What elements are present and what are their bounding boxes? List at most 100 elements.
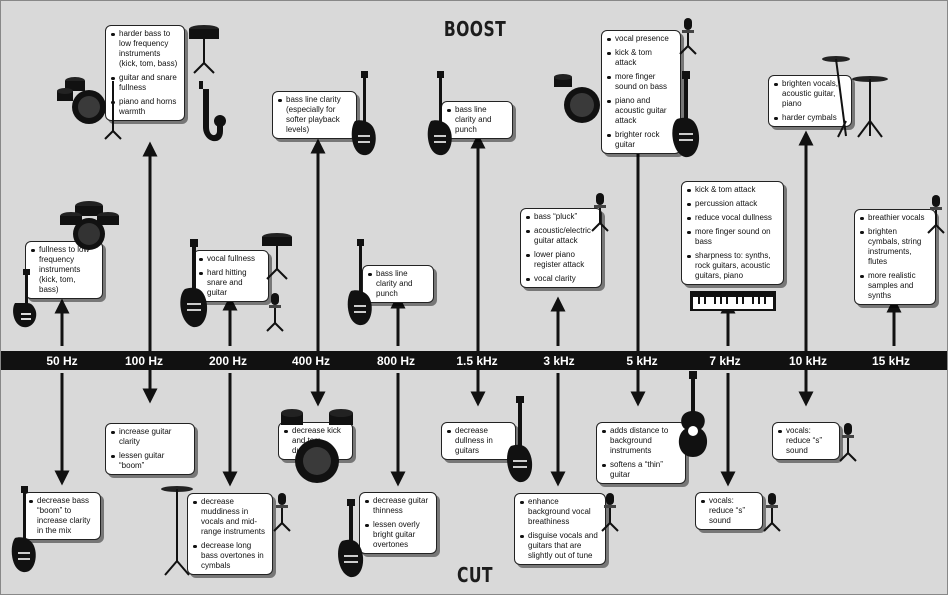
note-item: more finger sound on bass: [686, 227, 777, 247]
note-item: sharpness to: synths, rock guitars, acou…: [686, 251, 777, 281]
acoustic-guitar-icon: [678, 371, 708, 457]
drum-kit-icon: [60, 201, 119, 250]
cymbal-stand-icon: [822, 56, 888, 138]
snare-drum-icon: [189, 25, 219, 74]
note-item: harder cymbals: [773, 113, 845, 123]
microphone-icon: [591, 193, 609, 232]
note-item: guitar and snare fullness: [110, 73, 178, 93]
boost-note-10khz: brighten vocals, acoustic guitar, piano …: [768, 75, 852, 127]
note-item: breathier vocals: [859, 213, 929, 223]
microphone-icon: [839, 423, 857, 462]
cut-note-5khz: adds distance to background instruments …: [596, 422, 686, 484]
freq-label-50hz: 50 Hz: [46, 354, 78, 368]
note-item: bass “pluck”: [525, 212, 595, 222]
cut-heading: CUT: [457, 563, 493, 587]
note-item: vocal fullness: [198, 254, 262, 264]
cymbal-stand-icon: [161, 486, 193, 576]
freq-label-1-5khz: 1.5 kHz: [456, 354, 498, 368]
cut-note-1-5khz: decrease dullness in guitars: [441, 422, 516, 460]
keyboard-icon: [690, 291, 776, 311]
note-item: lower piano register attack: [525, 250, 595, 270]
note-item: percussion attack: [686, 199, 777, 209]
note-item: bass line clarity and punch: [367, 269, 427, 299]
cut-note-200hz: decrease muddiness in vocals and mid-ran…: [187, 493, 273, 575]
freq-label-7khz: 7 kHz: [709, 354, 741, 368]
freq-label-800hz: 800 Hz: [376, 354, 416, 368]
boost-note-7khz: kick & tom attack percussion attack redu…: [681, 181, 784, 285]
note-item: enhance background vocal breathiness: [519, 497, 599, 527]
note-item: adds distance to background instruments: [601, 426, 679, 456]
boost-note-3khz: bass “pluck” acoustic/electric guitar at…: [520, 208, 602, 288]
note-item: increase guitar clarity: [110, 427, 188, 447]
boost-note-5khz: vocal presence kick & tom attack more fi…: [601, 30, 681, 154]
snare-drum-icon: [262, 233, 292, 280]
note-item: vocal presence: [606, 34, 674, 44]
boost-note-1-5khz: bass line clarity and punch: [441, 101, 513, 139]
freq-label-400hz: 400 Hz: [291, 354, 331, 368]
freq-label-5khz: 5 kHz: [626, 354, 658, 368]
note-item: brighten cymbals, string instruments, fl…: [859, 227, 929, 267]
bass-guitar-icon: [347, 239, 372, 326]
note-item: acoustic/electric guitar attack: [525, 226, 595, 246]
microphone-icon: [679, 18, 697, 55]
note-item: kick & tom attack: [686, 185, 777, 195]
cut-note-50hz: decrease bass “boom” to increase clarity…: [23, 492, 101, 540]
boost-note-50hz: fullness to low frequency instruments (k…: [25, 241, 103, 299]
cut-note-3khz: enhance background vocal breathiness dis…: [514, 493, 606, 565]
electric-guitar-icon: [338, 499, 364, 578]
cut-note-800hz: decrease guitar thinness lessen overly b…: [359, 492, 437, 554]
boost-heading: BOOST: [443, 17, 507, 41]
bass-guitar-icon: [13, 269, 37, 328]
note-item: lessen overly bright guitar overtones: [364, 520, 430, 550]
tom-drums-icon: [281, 409, 353, 483]
note-item: decrease long bass overtones in cymbals: [192, 541, 266, 571]
note-item: softens a “thin” guitar: [601, 460, 679, 480]
boost-note-15khz: breathier vocals brighten cymbals, strin…: [854, 209, 936, 305]
electric-guitar-icon: [507, 396, 533, 483]
freq-label-15khz: 15 kHz: [871, 354, 911, 368]
freq-label-3khz: 3 kHz: [543, 354, 575, 368]
freq-label-200hz: 200 Hz: [208, 354, 248, 368]
note-item: hard hitting snare and guitar: [198, 268, 262, 298]
note-item: disguise vocals and guitars that are sli…: [519, 531, 599, 561]
saxophone-icon: [199, 81, 226, 142]
note-item: fullness to low frequency instruments (k…: [30, 245, 96, 295]
freq-label-100hz: 100 Hz: [124, 354, 164, 368]
boost-note-100hz: harder bass to low frequency instruments…: [105, 25, 185, 121]
note-item: harder bass to low frequency instruments…: [110, 29, 178, 69]
microphone-icon: [601, 493, 619, 532]
note-item: bass line clarity (especially for softer…: [277, 95, 350, 135]
boost-note-200hz: vocal fullness hard hitting snare and gu…: [193, 250, 269, 302]
frequency-bar: [1, 351, 947, 370]
note-item: more finger sound on bass: [606, 72, 674, 92]
note-item: brighten vocals, acoustic guitar, piano: [773, 79, 845, 109]
microphone-icon: [266, 293, 284, 332]
note-item: piano and acoustic guitar attack: [606, 96, 674, 126]
note-item: lessen guitar “boom”: [110, 451, 188, 471]
bass-guitar-icon: [11, 486, 36, 573]
note-item: more realistic samples and synths: [859, 271, 929, 301]
boost-note-400hz: bass line clarity (especially for softer…: [272, 91, 357, 139]
note-item: bass line clarity and punch: [446, 105, 506, 135]
microphone-icon: [927, 195, 945, 234]
bass-guitar-icon: [427, 71, 452, 156]
microphone-icon: [273, 493, 291, 532]
drum-kit-icon: [57, 77, 122, 140]
note-item: vocals: reduce “s” sound: [700, 496, 756, 526]
note-item: brighter rock guitar: [606, 130, 674, 150]
note-item: vocal clarity: [525, 274, 595, 284]
cut-note-100hz: increase guitar clarity lessen guitar “b…: [105, 423, 195, 475]
note-item: vocals: reduce “s” sound: [777, 426, 833, 456]
freq-label-10khz: 10 kHz: [788, 354, 828, 368]
cut-note-7khz: vocals: reduce “s” sound: [695, 492, 763, 530]
drum-kit-icon: [554, 74, 600, 123]
electric-guitar-icon: [672, 71, 700, 158]
note-item: reduce vocal dullness: [686, 213, 777, 223]
bass-guitar-icon: [351, 71, 376, 156]
microphone-icon: [763, 493, 781, 532]
boost-note-800hz: bass line clarity and punch: [362, 265, 434, 303]
cut-note-10khz: vocals: reduce “s” sound: [772, 422, 840, 460]
note-item: decrease muddiness in vocals and mid-ran…: [192, 497, 266, 537]
note-item: decrease guitar thinness: [364, 496, 430, 516]
